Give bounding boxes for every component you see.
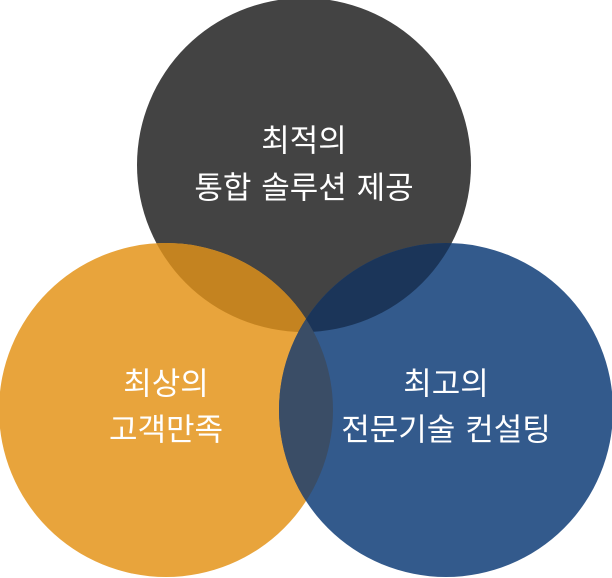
circle-right: [279, 243, 612, 577]
right-circle-title-line2: 전문기술 컨설팅: [341, 413, 551, 449]
top-circle-title-line2: 통합 솔루션 제공: [194, 171, 413, 207]
left-circle-title-line2: 고객만족: [109, 413, 223, 449]
circle-left: [0, 243, 333, 577]
top-circle-title-line1: 최적의: [261, 124, 347, 160]
left-circle-title-line1: 최상의: [123, 367, 209, 403]
right-circle-title-line1: 최고의: [403, 367, 489, 403]
circle-top: [137, 0, 471, 332]
